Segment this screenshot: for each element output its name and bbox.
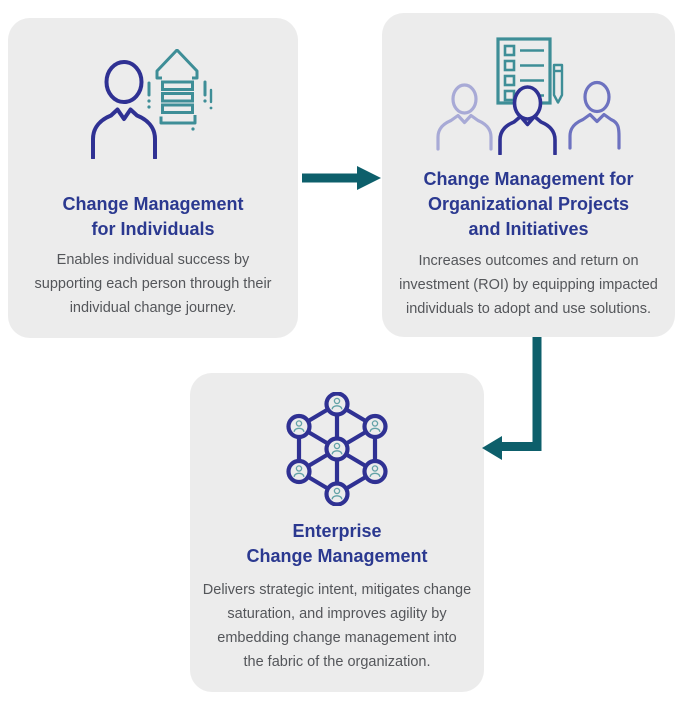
card-title: Change Management for Organizational Pro… [423, 169, 634, 239]
card-title: Change Management for Individuals [62, 194, 244, 239]
person-growth-arrow-icon [89, 48, 217, 160]
team-checklist-icon-svg [436, 37, 621, 155]
team-checklist-icon [436, 37, 621, 155]
arrow-down-left-icon [482, 337, 542, 460]
people-network-icon [282, 392, 392, 506]
person-growth-arrow-icon-svg [91, 49, 213, 159]
card-description: Delivers strategic intent, mitigates cha… [202, 582, 472, 670]
card-description: Enables individual success by supporting… [34, 252, 272, 316]
card-title: Enterprise Change Management [246, 521, 428, 566]
arrow-right-icon [302, 166, 381, 190]
card-change-management-individuals: Change Management for Individuals Enable… [8, 18, 298, 338]
card-change-management-organizational-projects: Change Management for Organizational Pro… [382, 13, 675, 337]
card-enterprise-change-management: Enterprise Change Management Delivers st… [190, 373, 484, 692]
people-network-icon-svg [286, 392, 388, 506]
card-description: Increases outcomes and return on investm… [399, 253, 658, 317]
